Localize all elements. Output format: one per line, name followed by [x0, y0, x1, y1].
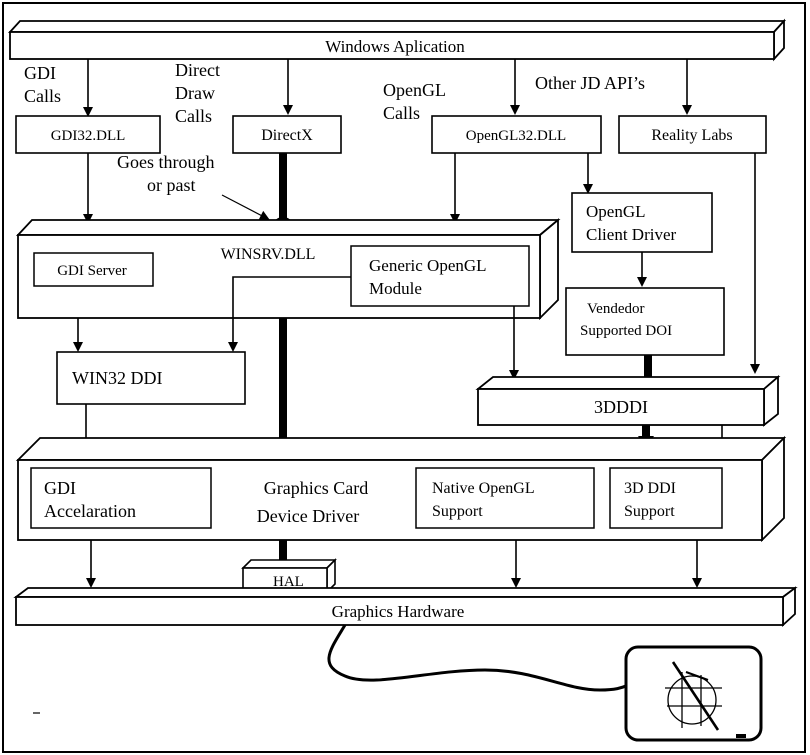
- direct-draw-label-line2: Draw: [175, 83, 215, 103]
- generic-opengl-label-line2: Module: [369, 279, 422, 298]
- directx-label: DirectX: [261, 127, 313, 144]
- graphics-card-label-line2: Device Driver: [257, 506, 359, 526]
- native-opengl-label-line1: Native OpenGL: [432, 480, 535, 497]
- gdi-server-label: GDI Server: [57, 263, 127, 279]
- opengl32-dll-label: OpenGL32.DLL: [466, 128, 566, 144]
- gdi-acceleration-label-line2: Accelaration: [44, 501, 136, 521]
- gdi-calls-label-line1: GDI: [24, 63, 56, 83]
- direct-draw-label-line3: Calls: [175, 106, 212, 126]
- gdi-acceleration-label-line1: GDI: [44, 478, 76, 498]
- direct-draw-label-line1: Direct: [175, 60, 220, 80]
- windows-application-label: Windows Aplication: [325, 37, 465, 56]
- opengl-calls-label-line2: Calls: [383, 103, 420, 123]
- vendor-doi-box: [566, 288, 724, 355]
- win32-ddi-label: WIN32 DDI: [72, 368, 162, 388]
- monitor-icon: [626, 647, 761, 740]
- opengl-calls-label-line1: OpenGL: [383, 80, 446, 100]
- goes-through-label-line1: Goes through: [117, 152, 215, 172]
- ddi3d-support-label-line1: 3D DDI: [624, 480, 676, 497]
- opengl-client-label-line1: OpenGL: [586, 202, 645, 221]
- other-api-label: Other JD API’s: [535, 73, 645, 93]
- reality-labs-label: Reality Labs: [651, 127, 732, 144]
- hardware-in-arrows: [91, 540, 697, 586]
- goes-through-label-line2: or past: [147, 175, 196, 195]
- gdi32-dll-label: GDI32.DLL: [51, 128, 126, 144]
- generic-opengl-label-line1: Generic OpenGL: [369, 256, 487, 275]
- graphics-card-label-line1: Graphics Card: [264, 478, 368, 498]
- vendor-doi-label-line1: Vendedor: [587, 301, 644, 317]
- opengl-client-label-line2: Client Driver: [586, 225, 677, 244]
- native-opengl-label-line2: Support: [432, 503, 483, 520]
- winsrv-dll-label: WINSRV.DLL: [221, 246, 316, 263]
- gdi-calls-label-line2: Calls: [24, 86, 61, 106]
- ddi3d-support-label-line2: Support: [624, 503, 675, 520]
- goes-through-pointer: [222, 195, 268, 219]
- vendor-doi-label-line2: Supported DOI: [580, 323, 672, 339]
- ddi3d-label: 3DDDI: [594, 397, 648, 417]
- graphics-hardware-label: Graphics Hardware: [332, 602, 465, 621]
- monitor-cable: [329, 625, 628, 690]
